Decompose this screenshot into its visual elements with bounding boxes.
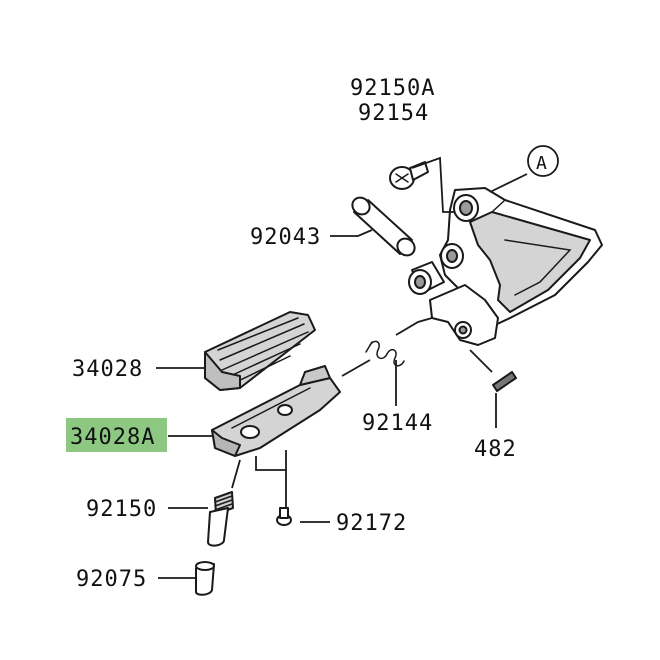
label-A: A (536, 153, 548, 174)
callout-circle-a (527, 145, 559, 177)
spring-92144 (365, 340, 405, 367)
label-92075: 92075 (76, 567, 147, 592)
footrest-arm (429, 284, 499, 346)
label-34028A: 34028A (70, 425, 155, 450)
label-92154: 92154 (358, 101, 429, 126)
pin-92043 (351, 196, 416, 257)
label-92172: 92172 (336, 511, 407, 536)
footpeg-34028A (211, 365, 341, 457)
label-92150: 92150 (86, 497, 157, 522)
label-92150A: 92150A (350, 76, 435, 101)
washer-482 (492, 371, 517, 392)
leader-lines (156, 156, 528, 579)
label-34028: 34028 (72, 357, 143, 382)
footpeg-bracket (439, 187, 603, 326)
bolt-92150 (207, 491, 234, 547)
bolt-92154 (389, 161, 429, 190)
pivot-collar (408, 261, 445, 295)
rubber-pad-34028 (204, 311, 316, 391)
cap-92075 (195, 561, 215, 596)
label-92144: 92144 (362, 411, 433, 436)
highlight-box (66, 418, 167, 452)
label-92043: 92043 (250, 225, 321, 250)
screw-92172 (276, 507, 292, 526)
label-482: 482 (474, 437, 517, 462)
